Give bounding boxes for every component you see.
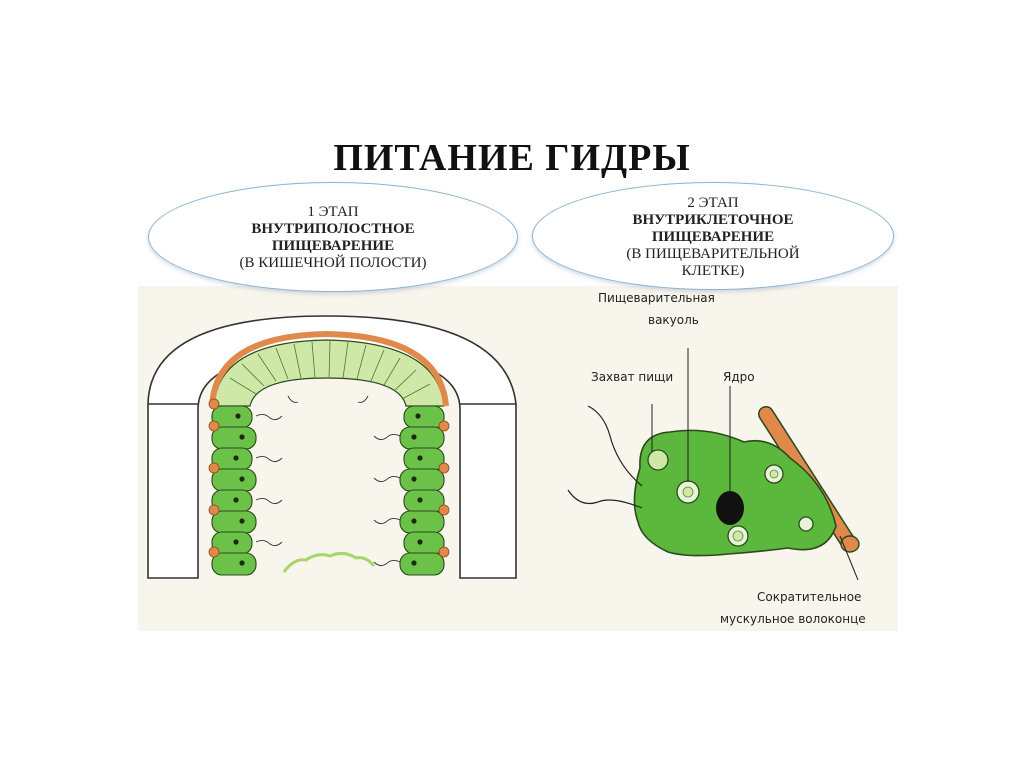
stage-1-location: (В КИШЕЧНОЙ ПОЛОСТИ)	[239, 255, 427, 271]
stage-2-ellipse: 2 ЭТАП ВНУТРИКЛЕТОЧНОЕ ПИЩЕВАРЕНИЕ (В ПИ…	[532, 182, 894, 290]
stage-2-name: ВНУТРИКЛЕТОЧНОЕ	[632, 211, 794, 228]
vacuole-label-2: вакуоль	[648, 313, 699, 327]
muscle-strip-arch	[209, 330, 449, 407]
digestive-cell-illustration	[567, 348, 860, 581]
vacuole-label-1: Пищеварительная	[598, 291, 715, 305]
stage-2-location-2: КЛЕТКЕ)	[681, 262, 745, 279]
cell-nuclei	[233, 413, 423, 566]
food-capture	[647, 449, 669, 471]
outer-dots	[208, 398, 450, 558]
page-title: ПИТАНИЕ ГИДРЫ	[333, 137, 691, 179]
stage-1-number: 1 ЭТАП	[307, 204, 359, 220]
stage-1-name-2: ПИЩЕВАРЕНИЕ	[271, 238, 395, 254]
stage-1-name: ВНУТРИПОЛОСТНОЕ	[251, 221, 415, 237]
right-cell-column	[399, 405, 445, 576]
stage-1-ellipse: 1 ЭТАП ВНУТРИПОЛОСТНОЕ ПИЩЕВАРЕНИЕ (В КИ…	[148, 182, 518, 292]
cell-flagella	[567, 405, 643, 509]
gut-cavity-illustration	[147, 315, 517, 579]
leader-lines	[651, 348, 859, 581]
nucleus	[716, 491, 744, 525]
left-cell-column	[211, 405, 257, 576]
stage-2-location: (В ПИЩЕВАРИТЕЛЬНОЙ	[626, 245, 800, 262]
nucleus-label: Ядро	[723, 370, 755, 384]
cavity-bottom	[282, 551, 376, 573]
capture-label: Захват пищи	[591, 370, 674, 384]
diagram-area	[138, 286, 898, 631]
stage-2-name-2: ПИЩЕВАРЕНИЕ	[651, 228, 775, 245]
fiber-label-2: мускульное волоконце	[720, 612, 866, 626]
stage-2-number: 2 ЭТАП	[687, 194, 739, 211]
fiber-label-1: Сократительное	[757, 590, 862, 604]
flagella	[255, 395, 401, 567]
